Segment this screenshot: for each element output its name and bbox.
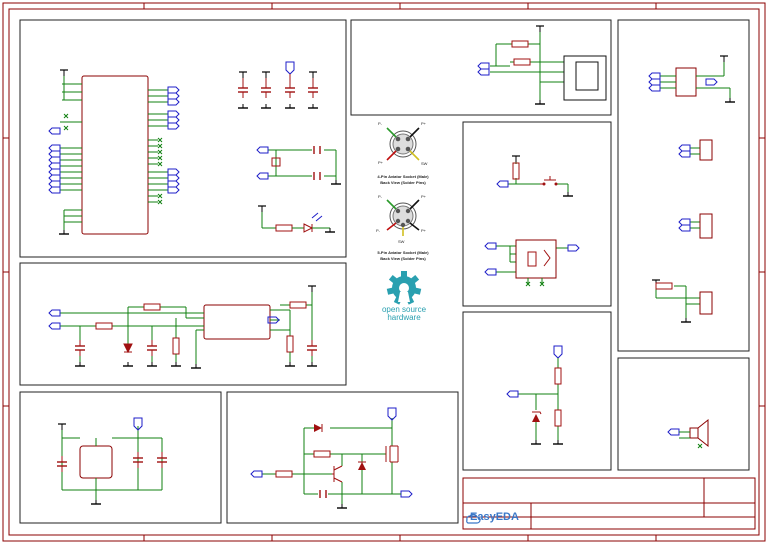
five-pin-label-p-minus-2: P- [376,228,380,233]
five-pin-label-p-minus-1: P- [378,194,382,199]
sensor-connector [675,67,697,97]
power-connector-1 [699,139,713,161]
gear-icon [386,271,422,305]
four-pin-caption-2: Back View (Solder Pins) [380,180,426,185]
four-pin-label-p-minus: P- [378,121,382,126]
switch-connector [699,291,713,315]
five-pin-label-p-plus-1: P+ [421,194,427,199]
osh-logo-text-2: hardware [387,313,421,322]
mcu-chip [81,75,149,235]
four-pin-label-p-plus-1: P+ [421,121,427,126]
mcu-panel [48,61,342,235]
four-pin-label-sw: SW [421,161,428,166]
display-module [563,55,607,101]
amp-chip [203,304,271,340]
five-pin-label-sw: SW [398,239,405,244]
decoupling-caps [237,61,319,109]
panel-frames [19,19,750,524]
easyeda-logo: EasyEDA [470,511,519,523]
amplifier-panel [48,285,318,369]
title-block [462,477,756,530]
connectors-panel [648,55,736,323]
five-pin-label-p-plus-2: P+ [421,228,427,233]
power-connector-2 [699,213,713,239]
button-relay-panel [484,155,580,287]
status-led [257,205,336,233]
four-pin-label-p-plus-2: P+ [378,160,384,165]
driver-panel [250,407,413,509]
four-pin-caption-1: 4-Pin Aviator Socket (Male) [377,174,429,179]
cloud-icon [466,513,481,524]
display-panel [477,25,607,105]
regulator-chip [79,445,113,479]
five-pin-caption-2: Back View (Solder Pins) [380,256,426,261]
five-pin-connector [386,199,420,236]
buzzer-panel [667,418,709,449]
relay [515,239,557,279]
osh-logo-text-1: open source [381,305,427,314]
five-pin-caption-1: 5-Pin Aviator Socket (Male) [377,250,429,255]
crystal-oscillator [256,146,342,185]
voltage-divider-panel [506,345,564,445]
regulator-panel [56,417,168,505]
four-pin-connector [386,127,420,161]
